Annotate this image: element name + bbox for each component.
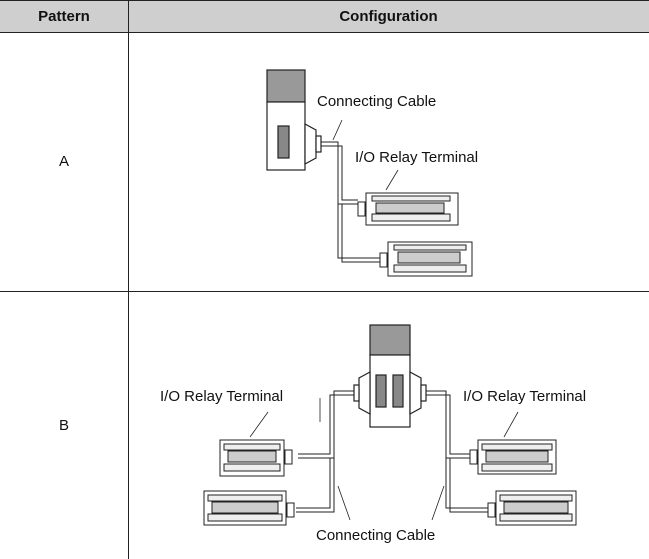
plc-unit-a (266, 69, 306, 171)
io-terminal-b-right-bottom (487, 490, 577, 526)
diagram-b: I/O Relay Terminal I/O Relay Terminal Co… (160, 324, 586, 544)
io-terminal-a2 (379, 241, 473, 277)
label-connecting-cable-b: Connecting Cable (316, 527, 435, 544)
connecting-cable-b (296, 390, 488, 521)
diagram-a: Connecting Cable I/O Relay Terminal (266, 69, 478, 277)
header-configuration: Configuration (128, 0, 649, 33)
table-top-border (0, 0, 649, 1)
plc-unit-b (369, 324, 411, 428)
row-b-pattern-label: B (58, 417, 69, 434)
row-divider (0, 291, 649, 292)
terminal-pins-a1 (371, 202, 451, 222)
label-io-relay-terminal-b-left: I/O Relay Terminal (160, 388, 283, 405)
io-terminal-a1 (357, 169, 459, 226)
label-io-relay-terminal-a: I/O Relay Terminal (355, 149, 478, 166)
connector-b-left (353, 370, 371, 416)
connecting-cable-a (321, 119, 380, 263)
io-terminal-b-left-top (219, 411, 293, 477)
row-a-pattern-label: A (58, 153, 69, 170)
connector-a (304, 122, 322, 166)
header-pattern: Pattern (0, 0, 128, 33)
connector-b-right (409, 370, 427, 416)
io-terminal-b-right-top (469, 411, 557, 475)
io-terminal-b-left-bottom (203, 490, 295, 526)
column-divider (128, 0, 129, 559)
label-connecting-cable-a: Connecting Cable (317, 93, 436, 110)
label-io-relay-terminal-b-right: I/O Relay Terminal (463, 388, 586, 405)
